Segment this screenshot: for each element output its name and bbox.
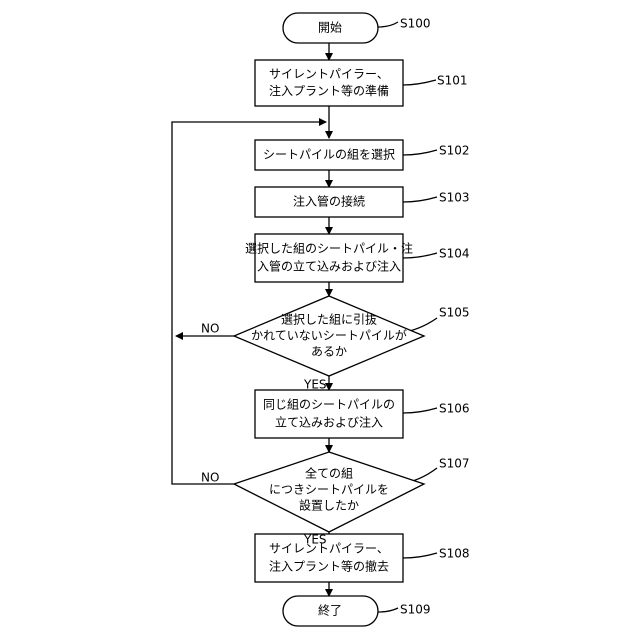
step-text-line: につきシートパイルを	[269, 483, 389, 497]
leader-s100	[378, 22, 398, 27]
step-text-line: 立て込みおよび注入	[275, 415, 383, 430]
branch-label-s105-no: NO	[201, 322, 219, 336]
step-text-line: サイレントパイラー、	[269, 542, 389, 556]
step-text-line: 選択した組のシートパイル・注	[245, 241, 413, 256]
branch-label-s105-yes: YES	[303, 378, 327, 392]
leader-s106	[403, 408, 437, 413]
step-text-line: 設置したか	[299, 498, 359, 513]
branch-label-s107-yes: YES	[303, 533, 327, 547]
step-id-s105: S105	[439, 306, 470, 320]
leader-s109	[378, 608, 398, 612]
step-text-s102: シートパイルの組を選択	[263, 148, 395, 162]
leader-s103	[403, 197, 437, 202]
step-id-s100: S100	[400, 17, 431, 31]
step-text-line: サイレントパイラー、	[269, 67, 389, 81]
step-text-s100: 開始	[318, 21, 342, 35]
step-id-s103: S103	[439, 191, 470, 205]
step-id-s101: S101	[437, 74, 468, 88]
step-text-line: シートパイルの組を選択	[263, 148, 395, 162]
step-text-line: かれていないシートパイルが	[251, 328, 407, 343]
step-text-line: 選択した組に引抜	[281, 313, 377, 327]
step-id-s108: S108	[439, 547, 470, 561]
leader-s101	[403, 80, 436, 85]
branch-label-s107-no: NO	[201, 471, 219, 485]
step-id-s109: S109	[400, 603, 431, 617]
step-text-s103: 注入管の接続	[293, 194, 365, 209]
step-text-line: 終了	[318, 603, 342, 618]
step-text-line: 入管の立て込みおよび注入	[257, 259, 401, 274]
step-text-line: 注入プラント等の撤去	[269, 559, 389, 574]
leader-s108	[403, 553, 437, 558]
step-id-s107: S107	[439, 457, 470, 471]
step-text-line: 開始	[318, 21, 342, 35]
step-text-line: 注入プラント等の準備	[269, 83, 389, 98]
step-text-line: あるか	[311, 345, 347, 359]
step-text-s109: 終了	[318, 603, 342, 618]
step-text-line: 同じ組のシートパイルの	[263, 398, 395, 412]
step-text-line: 注入管の接続	[293, 194, 365, 209]
step-text-line: 全ての組	[305, 466, 353, 481]
leader-s102	[403, 150, 437, 155]
step-id-s104: S104	[439, 247, 470, 261]
step-id-s106: S106	[439, 402, 470, 416]
step-id-s102: S102	[439, 144, 470, 158]
